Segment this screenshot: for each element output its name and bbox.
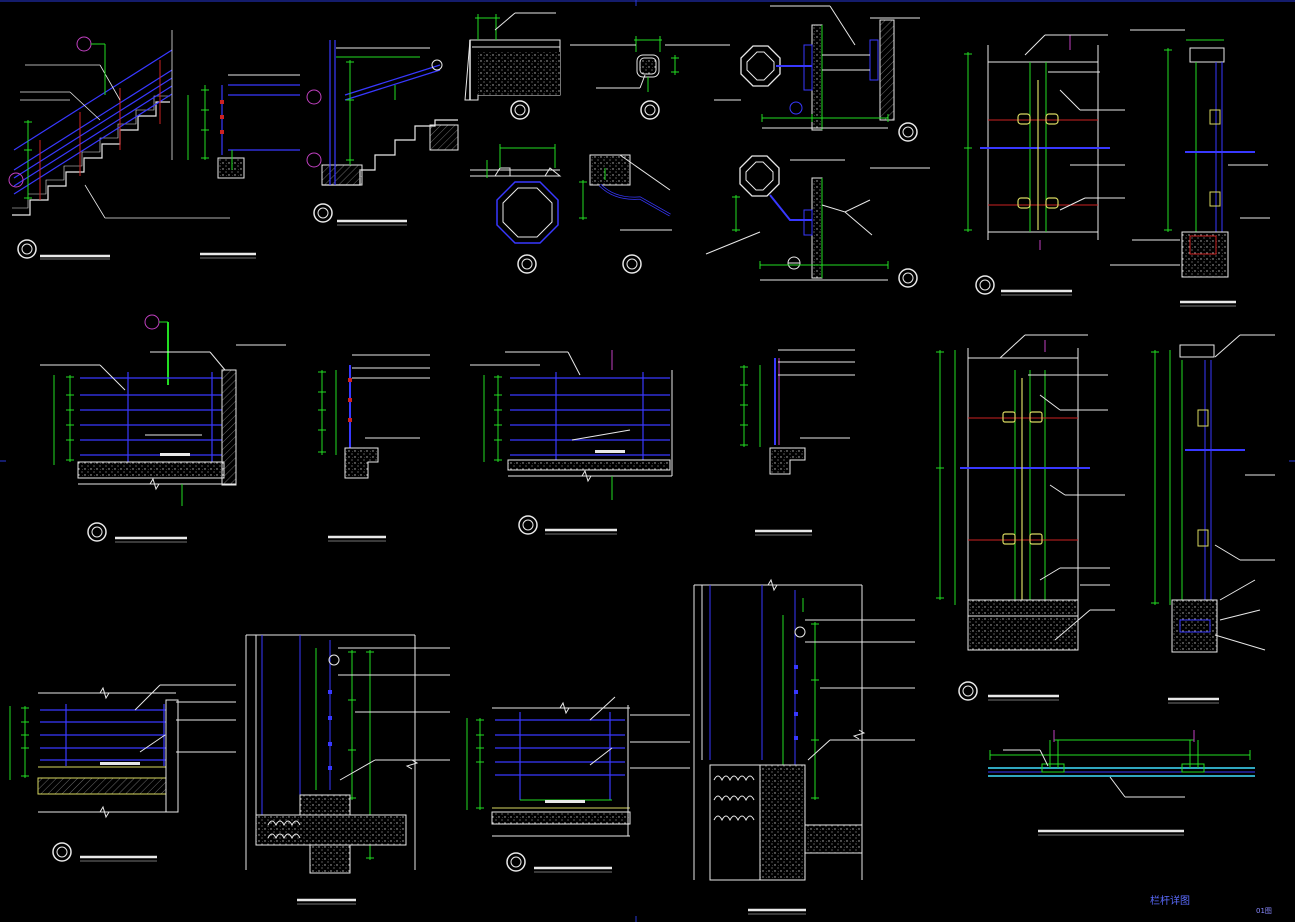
- balcony-railing-section-1: [318, 354, 430, 542]
- balcony-railing-section-2: [740, 349, 855, 536]
- balcony-railing-elevation-4: [466, 696, 690, 873]
- wall-section-1: [245, 634, 450, 905]
- wall-section-2: [693, 584, 915, 915]
- glass-railing-elevation-large: [936, 334, 1125, 701]
- glass-railing-section-small: [1110, 29, 1270, 307]
- sheet-title-label: 栏杆详图: [1150, 896, 1190, 907]
- glass-guard-plan: [988, 730, 1255, 836]
- balcony-railing-elevation-3: [9, 684, 236, 862]
- polygon-handrail-detail: [470, 144, 672, 274]
- wall-cap-section: [464, 12, 561, 120]
- sheet-number-label: 01图: [1256, 907, 1272, 915]
- glass-railing-section-large: [1151, 334, 1275, 704]
- balcony-railing-elevation-2: [470, 350, 673, 535]
- stair-railing-elevation: [8, 30, 230, 260]
- glass-railing-elevation-small: [964, 34, 1125, 296]
- handrail-bracket-detail: [570, 36, 730, 120]
- wall-anchor-detail: [705, 5, 930, 288]
- handrail-stair-detail: [306, 40, 459, 226]
- balcony-railing-elevation-1: [40, 314, 286, 543]
- stair-railing-section: [187, 74, 300, 259]
- break-marks: [99, 469, 866, 819]
